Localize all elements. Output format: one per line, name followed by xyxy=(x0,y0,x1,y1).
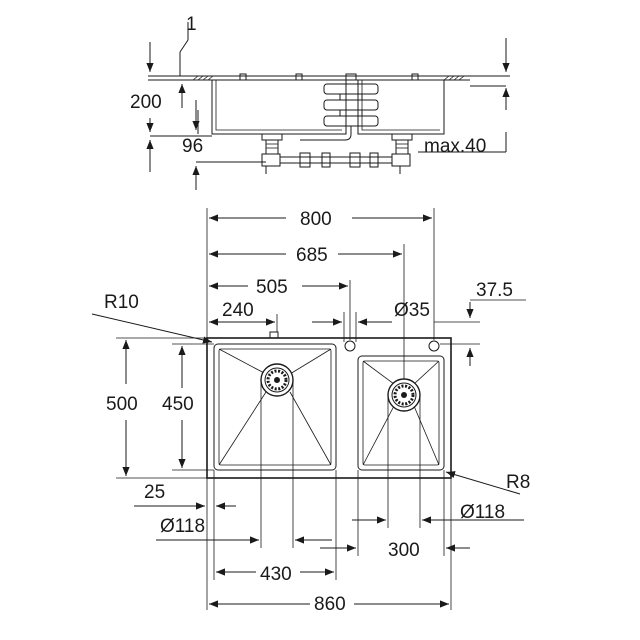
counter-hatch-left xyxy=(192,75,214,81)
label-tap-offset: 240 xyxy=(222,300,254,321)
label-drain-small: Ø118 xyxy=(460,502,505,523)
label-tap-to-hole: 685 xyxy=(296,245,328,266)
label-thickness: 1 xyxy=(186,14,197,35)
waste-pipe xyxy=(261,152,411,174)
label-radius-small: R8 xyxy=(506,472,530,493)
tap-hole-left xyxy=(344,340,356,352)
overflow-unit xyxy=(300,83,379,141)
label-height-outer: 500 xyxy=(106,394,138,415)
label-max-clearance: max.40 xyxy=(424,136,486,157)
label-tap-hole: Ø35 xyxy=(394,300,430,321)
small-bowl xyxy=(357,355,445,471)
label-drain-depth: 96 xyxy=(182,136,203,157)
side-view: 1 200 96 max.40 xyxy=(130,14,510,190)
label-height-bowl: 450 xyxy=(162,394,194,415)
label-edge-25: 25 xyxy=(144,482,165,503)
big-bowl xyxy=(213,343,337,471)
label-drain-big: Ø118 xyxy=(160,516,205,537)
label-big-bowl-width: 430 xyxy=(260,564,292,585)
label-big-bowl-tap: 505 xyxy=(256,277,288,298)
small-drain-icon xyxy=(387,378,421,412)
sink-outline xyxy=(206,337,452,479)
counter-hatch-right xyxy=(443,75,465,81)
side-drain-right xyxy=(391,133,413,155)
label-hole-edge: 37.5 xyxy=(476,280,513,301)
big-drain-icon xyxy=(260,363,294,397)
label-overall-width: 860 xyxy=(314,594,346,615)
side-drain-left xyxy=(261,133,283,155)
label-small-bowl-width: 300 xyxy=(388,540,420,561)
top-view: 800 685 505 240 Ø35 37.5 R10 500 xyxy=(91,208,530,615)
tap-hole-right xyxy=(428,340,440,352)
label-overall-inner: 800 xyxy=(300,209,332,230)
label-depth: 200 xyxy=(130,92,162,113)
label-radius-big: R10 xyxy=(104,292,139,313)
